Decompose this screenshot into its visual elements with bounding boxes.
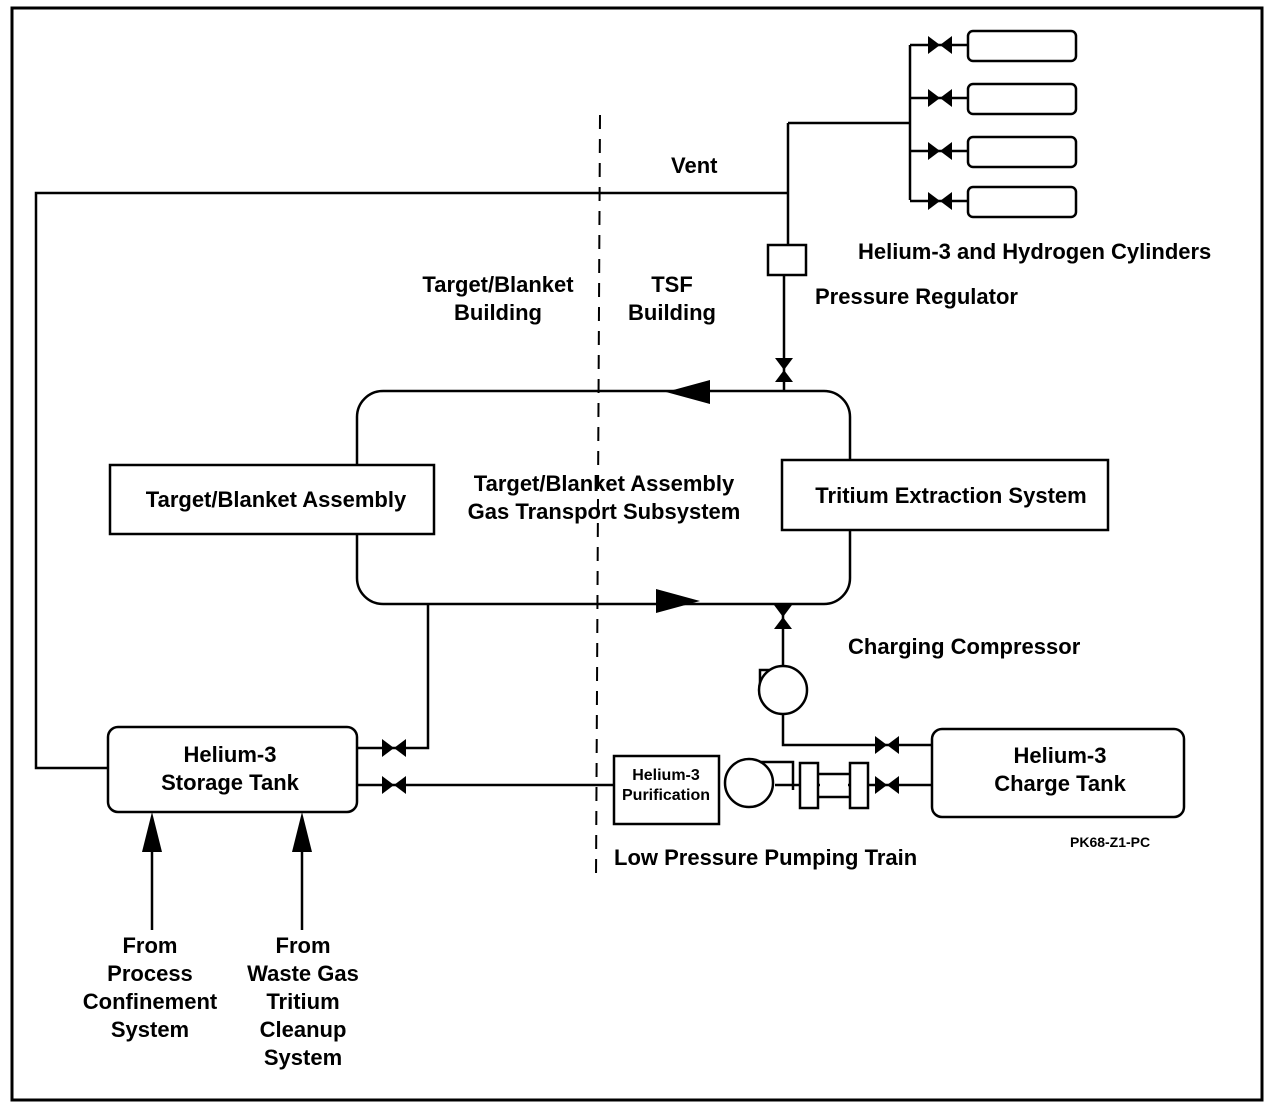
process-confinement-arrow <box>142 812 162 852</box>
gas-cylinder <box>966 82 1078 116</box>
pressure-regulator-label: Pressure Regulator <box>815 284 1018 309</box>
pumping-train-label: Low Pressure Pumping Train <box>614 845 918 870</box>
building-divider <box>595 114 601 881</box>
pressure-regulator <box>766 243 808 277</box>
target-blanket-building-label: Target/Blanket Building <box>422 272 574 325</box>
drawing-id-label: PK68-Z1-PC <box>1070 834 1151 850</box>
vacuum-pump <box>723 757 795 809</box>
target-blanket-assembly-box <box>108 463 436 536</box>
storage-tank-label: Helium-3 Storage Tank <box>161 742 299 795</box>
from-waste-gas-label: From Waste Gas Tritium Cleanup System <box>247 933 359 1070</box>
charging-compressor-label: Charging Compressor <box>848 634 1081 659</box>
compressor-outlet-line <box>781 712 932 747</box>
purification-box <box>612 754 721 826</box>
storage-tank-box <box>106 725 359 814</box>
charging-compressor <box>757 664 809 716</box>
purification-label: Helium-3 Purification <box>621 767 711 804</box>
flow-arrow-left <box>666 380 710 404</box>
gas-cylinder <box>966 29 1078 63</box>
tsf-building-label: TSF Building <box>628 272 716 325</box>
gas-cylinder <box>966 185 1078 219</box>
vent-label: Vent <box>671 153 718 178</box>
charge-tank-box <box>930 727 1186 819</box>
tritium-extraction-system-label: Tritium Extraction System <box>815 483 1087 508</box>
figure-frame <box>10 6 1264 1102</box>
gas-cylinder <box>966 135 1078 169</box>
tritium-extraction-system-box <box>780 458 1110 532</box>
target-blanket-assembly-label: Target/Blanket Assembly <box>145 487 407 512</box>
loop-to-storage-line <box>357 604 430 750</box>
from-process-confinement-label: From Process Confinement System <box>82 933 218 1042</box>
waste-gas-arrow <box>292 812 312 852</box>
vent-line <box>34 191 788 770</box>
charge-tank-label: Helium-3 Charge Tank <box>994 743 1126 796</box>
gas-transport-subsystem-label: Target/Blanket Assembly Gas Transport Su… <box>467 471 741 524</box>
cylinders-label: Helium-3 and Hydrogen Cylinders <box>858 239 1212 264</box>
pumping-train-filters <box>798 761 870 810</box>
flow-arrow-right <box>656 589 700 613</box>
